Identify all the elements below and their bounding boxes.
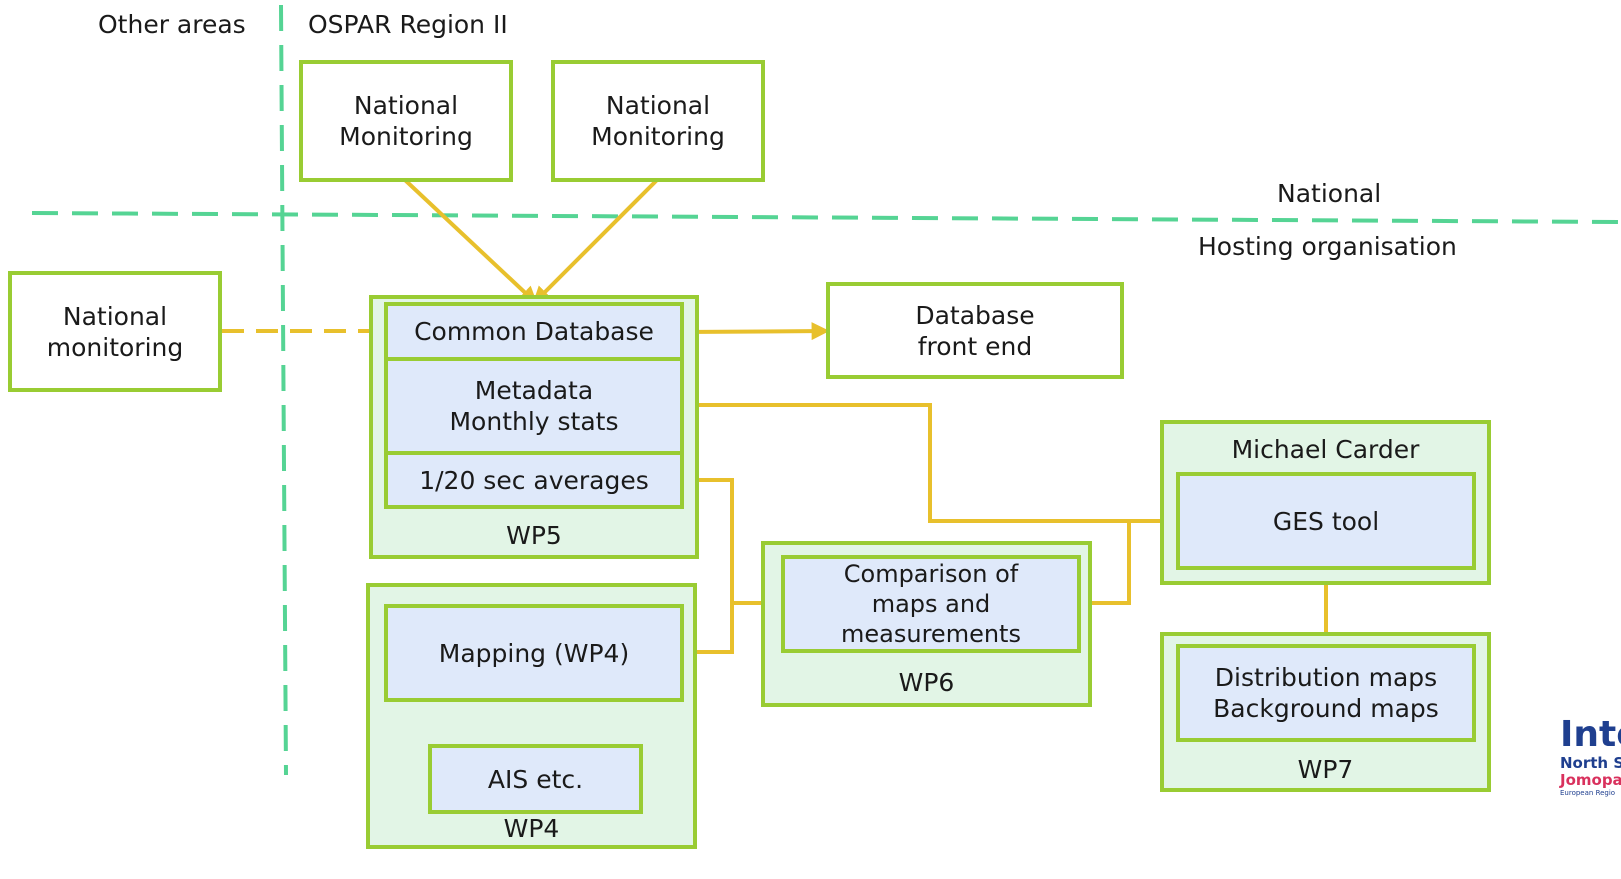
node-metadata: Metadata Monthly stats [384,357,684,455]
group-wp4-label: WP4 [503,814,560,843]
node-national-monitoring-other: National monitoring [8,271,222,392]
arrow-metadata-to-ges [681,403,1180,530]
node-national-monitoring-2: National Monitoring [551,60,765,182]
boundary-other-ospar [279,4,288,776]
node-metadata-label: Metadata Monthly stats [449,376,619,436]
node-database-front-end-label: Database front end [915,300,1035,361]
arrow-nm2-to-db [532,178,659,305]
node-ges-tool-label: GES tool [1272,506,1380,536]
node-distribution-maps-label: Distribution maps Background maps [1213,663,1439,723]
node-common-database: Common Database [384,302,684,361]
node-common-database-label: Common Database [414,317,654,346]
line-mapping-to-comparison [681,603,734,654]
node-national-monitoring-1: National Monitoring [299,60,513,182]
interreg-logo: Inte North S Jomopa European Regio [1560,715,1621,798]
group-wp7-label: WP7 [1297,755,1354,784]
logo-word: Inte [1560,714,1621,755]
group-michael-carder-label: Michael Carder [1231,435,1420,464]
region-label-ospar: OSPAR Region II [308,10,508,39]
logo-line-2: Jomopa [1560,771,1621,789]
arrow-db-frontend [679,322,830,341]
logo-line-1: North S [1560,754,1621,772]
line-comparison-to-ges [1079,521,1131,605]
group-wp5-label: WP5 [506,521,562,550]
node-ais-label: AIS etc. [487,764,584,794]
boundary-national-hosting [31,211,1621,224]
region-label-other-areas: Other areas [98,10,246,39]
group-wp6-label: WP6 [898,668,955,697]
arrow-nm1-to-db [403,178,538,305]
node-comparison: Comparison of maps and measurements [781,555,1081,653]
arrow-averages-to-comparison [681,478,785,612]
node-ges-tool: GES tool [1176,472,1476,570]
node-ais: AIS etc. [428,744,643,814]
node-national-monitoring-other-label: National monitoring [46,301,184,362]
region-label-national: National [1277,179,1382,208]
node-database-front-end: Database front end [826,282,1124,379]
node-national-monitoring-1-label: National Monitoring [339,91,473,151]
region-label-hosting: Hosting organisation [1198,232,1457,261]
node-national-monitoring-2-label: National Monitoring [591,91,725,151]
node-mapping-label: Mapping (WP4) [438,638,630,668]
node-mapping: Mapping (WP4) [384,604,684,702]
node-averages-label: 1/20 sec averages [419,465,649,495]
node-averages: 1/20 sec averages [384,451,684,509]
logo-line-3: European Regio [1560,789,1616,797]
node-distribution-maps: Distribution maps Background maps [1176,644,1476,742]
node-comparison-label: Comparison of maps and measurements [841,560,1021,648]
